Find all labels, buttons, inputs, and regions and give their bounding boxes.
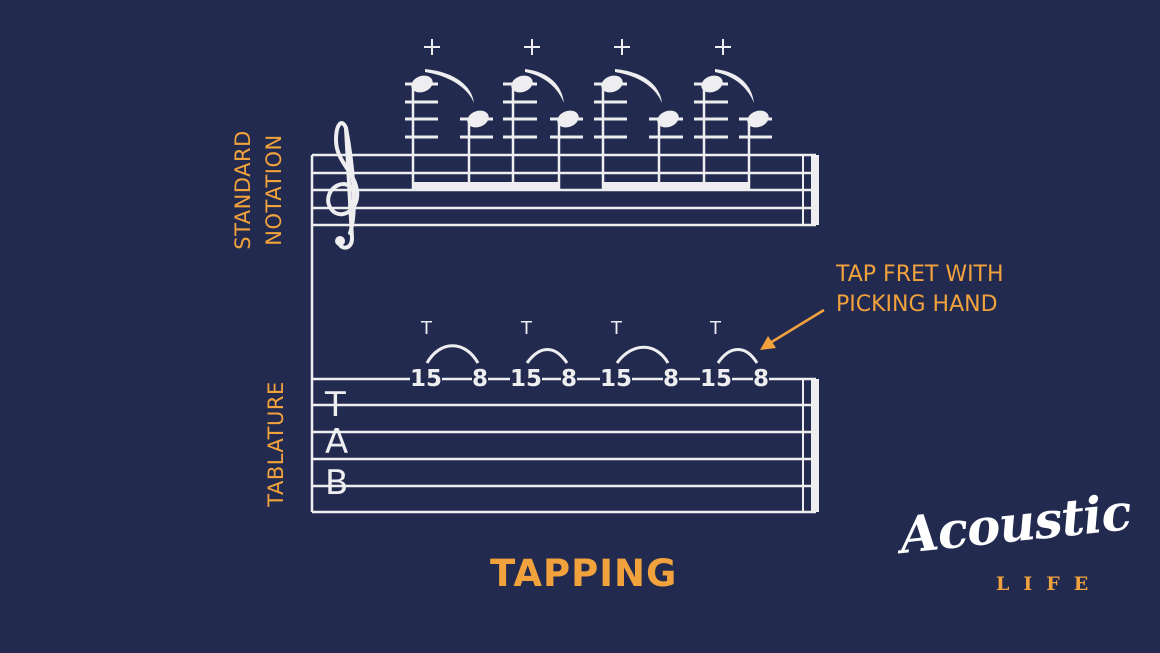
- tap-marker: T: [421, 318, 432, 339]
- diagram-title: TAPPING: [490, 552, 678, 595]
- treble-clef-icon: [326, 121, 360, 250]
- note-stems: [411, 86, 751, 190]
- callout-text: TAP FRET WITH PICKING HAND: [836, 260, 1004, 320]
- tab-clef-b: B: [325, 463, 349, 503]
- fret-number-tap: 15: [600, 366, 633, 392]
- tap-plus-icons: [424, 39, 731, 55]
- tap-marker: T: [611, 318, 622, 339]
- fret-number-pull: 8: [561, 366, 578, 392]
- notation-label: NOTATION: [262, 134, 286, 246]
- tab-staff: [312, 377, 819, 514]
- slurs: [425, 69, 754, 103]
- standard-label: STANDARD: [231, 130, 255, 250]
- tap-marker: T: [521, 318, 532, 339]
- tab-clef-t: T: [325, 385, 346, 425]
- fret-number-tap: 15: [510, 366, 543, 392]
- tab-slurs: [425, 344, 759, 364]
- beams: [412, 182, 750, 190]
- fret-number-pull: 8: [663, 366, 680, 392]
- tab-clef-a: A: [325, 422, 349, 462]
- standard-staff: [310, 153, 819, 512]
- callout-arrow-icon: [760, 308, 825, 350]
- note-heads: [411, 75, 769, 128]
- tablature-label: TABLATURE: [264, 381, 288, 507]
- logo-sub: LIFE: [996, 573, 1103, 595]
- fret-number-pull: 8: [472, 366, 489, 392]
- fret-number-tap: 15: [410, 366, 443, 392]
- fret-number-pull: 8: [753, 366, 770, 392]
- fret-number-tap: 15: [700, 366, 733, 392]
- ledger-lines: [405, 82, 772, 139]
- callout-line-1: TAP FRET WITH: [836, 262, 1004, 287]
- callout-line-2: PICKING HAND: [836, 292, 998, 317]
- tap-marker: T: [710, 318, 721, 339]
